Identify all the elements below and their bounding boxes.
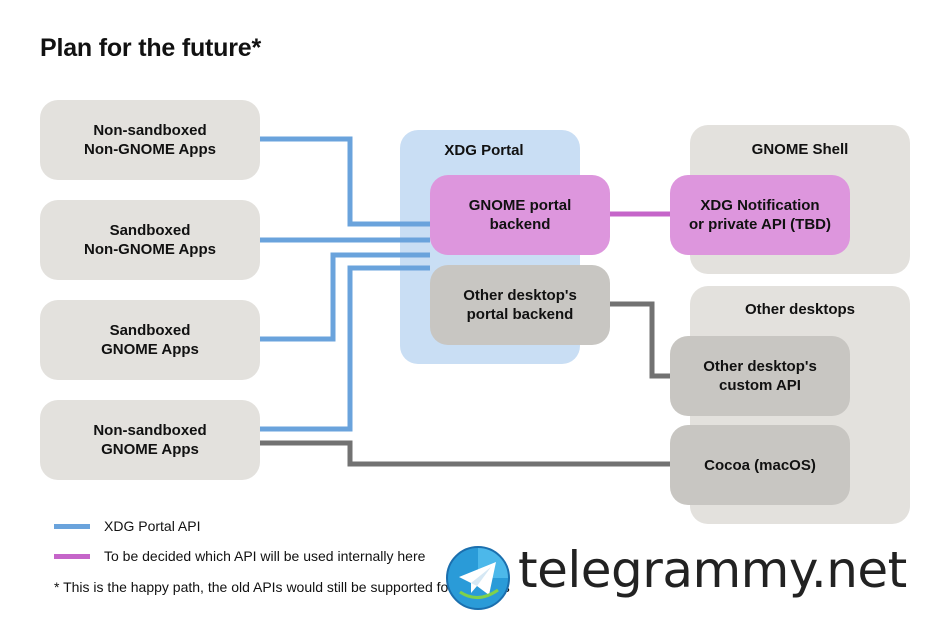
other-portal-backend: Other desktop's portal backend	[430, 265, 610, 345]
legend-purple-swatch	[54, 554, 90, 559]
blue-connector-4	[258, 265, 430, 432]
blue-connector-3	[258, 252, 430, 342]
legend-purple-label: To be decided which API will be used int…	[104, 548, 426, 564]
other-portal-backend-label: Other desktop's portal backend	[463, 287, 577, 323]
custom-api-label: Other desktop's custom API	[703, 358, 817, 394]
app-label: Sandboxed GNOME Apps	[101, 322, 199, 358]
app-sandboxed-non-gnome: Sandboxed Non-GNOME Apps	[40, 200, 260, 280]
gnome-portal-backend: GNOME portal backend	[430, 175, 610, 255]
app-non-sandboxed-gnome: Non-sandboxed GNOME Apps	[40, 400, 260, 480]
cocoa-label: Cocoa (macOS)	[704, 456, 816, 474]
xdg-notification-label: XDG Notification or private API (TBD)	[689, 197, 831, 233]
footnote: * This is the happy path, the old APIs w…	[54, 579, 510, 595]
gray-connector-custom-api	[608, 301, 672, 379]
xdg-portal-label: XDG Portal	[444, 142, 524, 159]
cocoa-macos: Cocoa (macOS)	[670, 425, 850, 505]
page-title: Plan for the future*	[40, 34, 262, 62]
other-desktops-label: Other desktops	[744, 301, 856, 318]
xdg-notification-box: XDG Notification or private API (TBD)	[670, 175, 850, 255]
legend-blue-swatch	[54, 524, 90, 529]
app-label: Non-sandboxed Non-GNOME Apps	[84, 122, 216, 158]
telegram-paper-plane-icon	[446, 546, 510, 610]
watermark-text: telegrammy.net	[518, 541, 907, 599]
app-sandboxed-gnome: Sandboxed GNOME Apps	[40, 300, 260, 380]
gnome-portal-backend-label: GNOME portal backend	[468, 197, 572, 233]
blue-connector-1	[258, 136, 430, 227]
gray-connector-cocoa	[258, 440, 672, 467]
gnome-shell-label: GNOME Shell	[751, 141, 849, 158]
app-label: Sandboxed Non-GNOME Apps	[84, 222, 216, 258]
app-non-sandboxed-non-gnome: Non-sandboxed Non-GNOME Apps	[40, 100, 260, 180]
app-label: Non-sandboxed GNOME Apps	[93, 422, 207, 458]
legend-blue-label: XDG Portal API	[104, 518, 201, 534]
other-desktop-custom-api: Other desktop's custom API	[670, 336, 850, 416]
